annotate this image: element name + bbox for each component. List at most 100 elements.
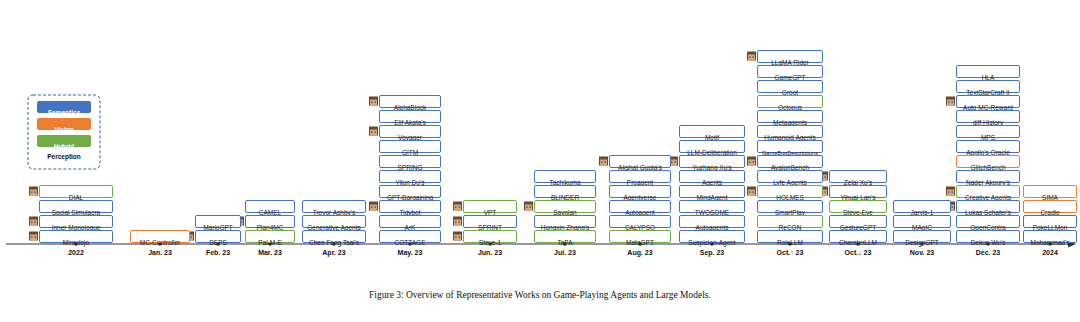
icon-hair: [453, 232, 462, 241]
game-icon: [369, 202, 378, 211]
work-box: Mohammad's: [1023, 230, 1077, 243]
work-box: Humanoid Agents: [757, 125, 823, 138]
icon-eye: [459, 237, 461, 238]
work-box: Sayplan: [534, 200, 596, 213]
icon-eye: [530, 207, 532, 208]
game-icon: [453, 232, 462, 241]
date-label: Nov. 23: [910, 249, 934, 256]
work-box: Suspicion-Agent: [679, 230, 745, 243]
icon-face: [600, 160, 607, 166]
date-label: Jan. 23: [148, 249, 172, 256]
legend-swatch: Vision: [37, 118, 91, 130]
icon-eye: [31, 192, 33, 193]
work-box: CAMEL: [245, 200, 295, 213]
icon-face: [454, 220, 461, 226]
icon-eye: [31, 237, 33, 238]
icon-hair: [29, 217, 38, 226]
work-box: Akshat Gupta's: [609, 155, 671, 168]
icon-hair: [747, 52, 756, 61]
date-label: Jul. 23: [554, 249, 576, 256]
work-box: COTTAGE: [379, 230, 441, 243]
game-icon: [29, 187, 38, 196]
game-icon: [747, 187, 756, 196]
game-icon: [946, 187, 955, 196]
figure-caption: Figure 3: Overview of Representative Wor…: [0, 290, 1080, 300]
icon-eye: [675, 162, 677, 163]
work-box: Zelai Xu's: [829, 170, 887, 183]
work-box: Dekun Wu's: [956, 230, 1020, 243]
icon-face: [30, 190, 37, 196]
work-box: Inner Monologue: [39, 215, 113, 228]
work-box: diff History: [956, 110, 1020, 123]
icon-eye: [459, 222, 461, 223]
work-name: DesignGPT: [905, 237, 939, 248]
work-box: ReCON: [757, 215, 823, 228]
icon-eye: [749, 192, 751, 193]
date-label: May. 23: [398, 249, 423, 256]
icon-eye: [459, 207, 461, 208]
work-box: DesignGPT: [893, 230, 951, 243]
icon-eye: [371, 207, 373, 208]
work-box: RoleLLM: [757, 230, 823, 243]
date-label: Dec. 23: [976, 249, 1001, 256]
icon-face: [748, 55, 755, 61]
game-icon: [599, 157, 608, 166]
work-box: Agentverse: [609, 185, 671, 198]
icon-face: [30, 235, 37, 241]
work-name: PaLM-E: [258, 237, 281, 248]
work-name: TaPA: [557, 237, 572, 248]
work-box: MC-Controller: [130, 230, 190, 243]
icon-face: [370, 100, 377, 106]
work-box: Hongxin Zhang's: [534, 215, 596, 228]
icon-eye: [526, 207, 528, 208]
work-box: Groot: [757, 80, 823, 93]
date-label: Oct.↑ 23: [777, 249, 804, 256]
icon-eye: [371, 102, 373, 103]
icon-hair: [29, 232, 38, 241]
icon-eye: [35, 237, 37, 238]
game-icon: [747, 52, 756, 61]
icon-eye: [601, 162, 603, 163]
work-box: Tidybot: [379, 200, 441, 213]
work-box: Lyfe Agents: [757, 170, 823, 183]
date-label: 2024: [1042, 249, 1058, 256]
icon-eye: [952, 102, 954, 103]
work-box: GameBugDescriptions: [757, 140, 823, 153]
icon-face: [370, 205, 377, 211]
icon-eye: [825, 177, 827, 178]
work-box: AvalonBench: [757, 155, 823, 168]
icon-hair: [453, 217, 462, 226]
icon-eye: [605, 162, 607, 163]
icon-hair: [946, 97, 955, 106]
work-box: Cradle: [1023, 200, 1077, 213]
work-box: Elif Akata's: [379, 110, 441, 123]
icon-eye: [455, 222, 457, 223]
icon-hair: [599, 157, 608, 166]
work-box: Minedojo: [39, 230, 113, 243]
game-icon: [524, 202, 533, 211]
work-box: Yihuai Lan's: [829, 185, 887, 198]
legend-frame: [28, 95, 100, 169]
icon-eye: [35, 222, 37, 223]
work-name: RoleLLM: [777, 237, 803, 248]
work-box: Autoagents: [679, 215, 745, 228]
work-box: Yuzhang Xu's: [679, 155, 745, 168]
work-box: Steve-Eye: [829, 200, 887, 213]
icon-hair: [369, 97, 378, 106]
work-box: LLaMA Rider: [757, 50, 823, 63]
work-box: Lukas Schafer's: [956, 200, 1020, 213]
date-label: Mar. 23: [258, 249, 282, 256]
work-box: GPT-Bargaining: [379, 185, 441, 198]
date-label: Feb. 23: [206, 249, 230, 256]
icon-eye: [191, 237, 193, 238]
work-box: CALYPSO: [609, 215, 671, 228]
legend-swatch: Semantics: [37, 101, 91, 113]
work-box: TaPA: [534, 230, 596, 243]
work-box: AlphaBlock: [379, 95, 441, 108]
work-box: Generative Agents: [302, 215, 366, 228]
icon-hair: [946, 187, 955, 196]
work-box: GlitchBench: [956, 155, 1020, 168]
icon-face: [947, 100, 954, 106]
